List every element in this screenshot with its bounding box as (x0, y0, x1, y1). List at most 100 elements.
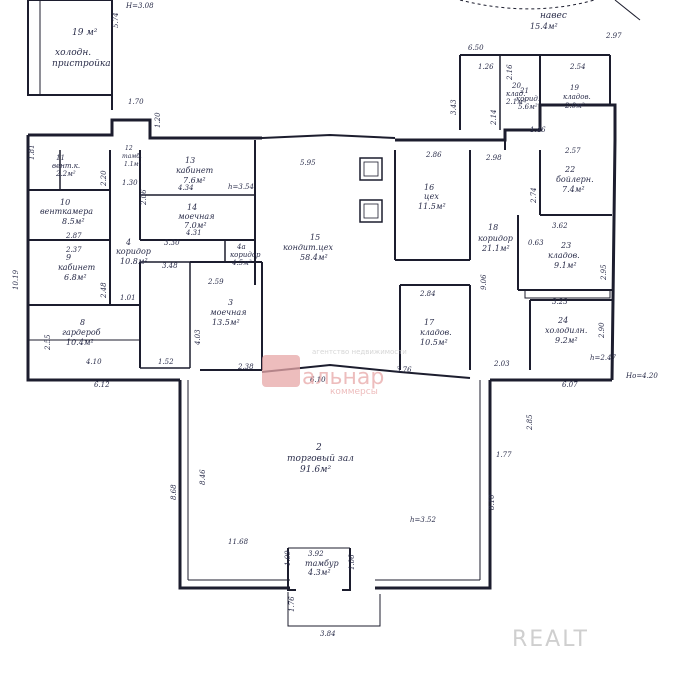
dim-label: 2.57 (564, 147, 581, 155)
room-12-num: 12 (125, 145, 133, 152)
canopy-area: 15.4м² (530, 22, 558, 31)
room-23-area: 9.1м² (554, 261, 577, 270)
walls (26, 0, 641, 627)
room-16-num: 16 (424, 183, 434, 192)
room-24-area: 9.2м² (555, 336, 578, 345)
agency-caption: агентство недвижимости (312, 348, 407, 356)
dim-label: 2.38 (237, 363, 254, 371)
room-18-num: 18 (488, 223, 498, 232)
room-23-name: кладов. (548, 251, 580, 260)
height-mark-room-13: h=3.54 (228, 183, 254, 191)
tambur-name: тамбур (305, 559, 339, 568)
room-20-num: 20 (511, 82, 521, 90)
height-mark-hall: h=3.52 (410, 516, 437, 524)
room-14-area: 7.0м² (184, 221, 207, 230)
room-22-area: 7.4м² (562, 185, 585, 194)
dim-label: 9.06 (480, 274, 488, 290)
room-3-name: моечная (210, 308, 247, 317)
dim-label: 4.10 (85, 358, 102, 366)
room-15-area: 58.4м² (300, 253, 328, 262)
room-2-num: 2 (315, 443, 322, 453)
room-4a-name: коридор (230, 251, 261, 259)
dim-label: 1.09 (284, 550, 292, 566)
height-marks: Н=3.08 h=3.54 h=3.52 h=2.47 Hо=4.20 (125, 2, 658, 524)
dim-label: 2.14 (490, 109, 498, 126)
height-mark-building: Hо=4.20 (625, 372, 658, 380)
dim-label: 1.70 (128, 98, 144, 106)
room-9-num: 9 (66, 253, 71, 262)
dim-label: 3.48 (162, 262, 178, 270)
dim-label: 1.46 (530, 126, 546, 134)
dim-label: 2.95 (600, 264, 608, 281)
cold-annex-name-2: пристройка (52, 59, 111, 69)
dim-label: 1.06 (348, 554, 356, 570)
room-12-name: тамб. (122, 153, 142, 160)
room-8-name: гардероб (62, 328, 101, 337)
dim-label: 1.26 (478, 63, 494, 71)
room-17-num: 17 (424, 318, 435, 327)
dim-label: 3.23 (552, 298, 568, 306)
dim-label: 8.68 (170, 484, 178, 500)
room-22-name: бойлерн. (556, 175, 594, 184)
dim-label: 2.48 (100, 282, 108, 299)
room-3-num: 3 (228, 298, 233, 307)
dim-label: 3.76 (396, 366, 412, 374)
dim-label: 6.10 (310, 376, 326, 384)
dim-label: 3.43 (450, 99, 458, 115)
room-10-num: 10 (60, 198, 70, 207)
room-13-num: 13 (185, 156, 195, 165)
dim-label: 2.90 (598, 322, 606, 339)
tambur-area: 4.3м² (307, 568, 331, 577)
tambur-width: 3.92 (308, 550, 324, 558)
agency-watermark: агентство недвижимости альнар коммерсы (262, 348, 407, 397)
dim-label: 2.86 (425, 151, 442, 159)
room-20-name: клад. (506, 90, 525, 98)
room-21-num: 21 (519, 87, 529, 95)
dim-label: 2.59 (207, 278, 224, 286)
dim-label: 6.12 (94, 381, 110, 389)
room-4a-num: 4а (236, 243, 246, 251)
dim-label: 1.20 (154, 112, 162, 128)
room-11-num: 11 (56, 154, 65, 162)
dim-label: 5.95 (300, 159, 316, 167)
cold-annex-name-1: холодн. (55, 48, 91, 58)
dim-label: 6.07 (562, 381, 578, 389)
room-15-num: 15 (310, 233, 320, 242)
room-2-area: 91.6м² (300, 465, 332, 475)
room-14-num: 14 (187, 203, 197, 212)
room-11-name: вент.к. (52, 162, 80, 170)
canopy-name: навес (540, 11, 567, 21)
room-24-name: холодилн. (545, 326, 587, 335)
room-22-num: 22 (564, 165, 575, 174)
dim-label: 6.50 (468, 44, 484, 52)
dim-label: 2.16 (506, 64, 514, 81)
dim-label: 3.62 (552, 222, 568, 230)
dim-label: 2.06 (140, 189, 148, 206)
room-11-area: 2.2м² (55, 170, 76, 178)
dim-label: 4.31 (185, 229, 202, 237)
dim-label: 1.30 (122, 179, 138, 187)
dim-label: 3.84 (320, 630, 336, 638)
dim-label: 2.54 (569, 63, 586, 71)
dim-label: 8.46 (199, 469, 207, 485)
realt-watermark: REALT (512, 627, 589, 652)
dim-label: 2.55 (44, 334, 52, 351)
dim-label: 2.84 (419, 290, 436, 298)
dim-label: 2.03 (493, 360, 510, 368)
room-2-name: торговый зал (287, 454, 354, 464)
dim-label: 5.74 (112, 12, 120, 28)
height-mark-room-24: h=2.47 (590, 354, 617, 362)
room-17-area: 10.5м² (420, 338, 448, 347)
room-10-area: 8.5м² (62, 217, 85, 226)
dim-label: 2.87 (65, 232, 82, 240)
room-12-area: 1.1м² (124, 161, 142, 168)
dim-label: 2.20 (100, 170, 108, 187)
room-13-name: кабинет (176, 166, 214, 175)
dim-label: 8.10 (488, 494, 496, 510)
dim-label: 0.63 (528, 239, 544, 247)
room-3-area: 13.5м² (212, 318, 240, 327)
agency-name: альнар (302, 365, 384, 390)
room-10-name: венткамера (40, 207, 93, 216)
dim-label: 2.85 (526, 414, 534, 431)
